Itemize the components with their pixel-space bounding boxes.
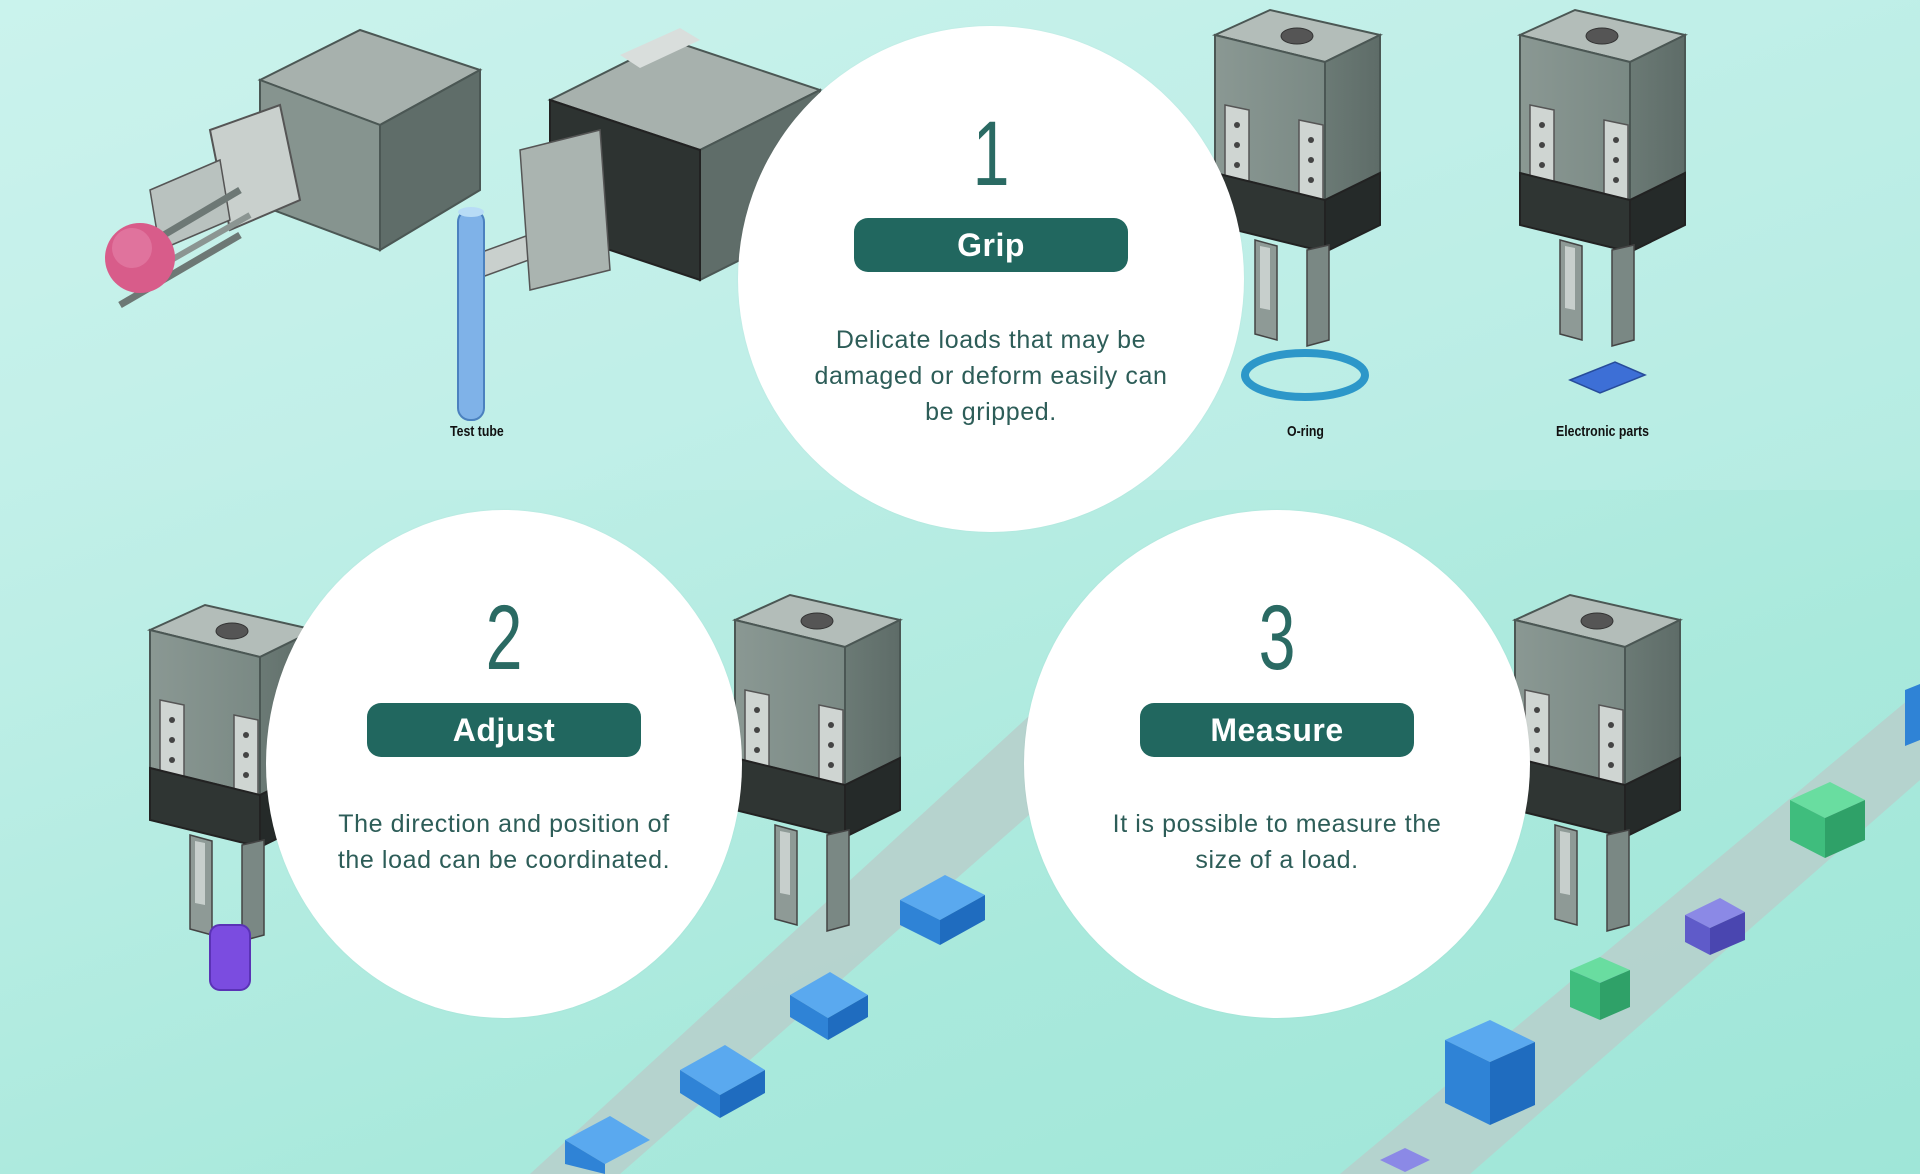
adjust-gripper-left	[149, 604, 316, 991]
measure-gripper	[1514, 594, 1681, 1020]
test-tube-gripper	[457, 28, 823, 421]
step-2-title: Adjust	[367, 703, 641, 757]
step-3-number: 3	[1258, 587, 1296, 689]
o-ring-gripper	[1214, 9, 1381, 401]
caption-electronic-parts: Electronic parts	[1556, 423, 1649, 440]
caption-test-tube: Test tube	[450, 423, 504, 440]
step-2-number: 2	[485, 587, 523, 689]
step-3-title: Measure	[1140, 703, 1414, 757]
step-3-description: It is possible to measure the size of a …	[1112, 810, 1442, 874]
step-2-circle: 2 Adjust The direction and position of t…	[266, 510, 742, 1018]
sphere-gripper	[105, 28, 483, 309]
step-1-circle: 1 Grip Delicate loads that may be damage…	[738, 26, 1244, 532]
step-1-description: Delicate loads that may be damaged or de…	[814, 326, 1168, 426]
caption-o-ring: O-ring	[1287, 423, 1324, 440]
conveyor-boxes-left	[565, 875, 985, 1174]
electronic-parts-gripper	[1519, 9, 1686, 394]
conveyor-boxes-right	[1380, 684, 1920, 1172]
step-1-number: 1	[972, 103, 1010, 205]
step-3-circle: 3 Measure It is possible to measure the …	[1024, 510, 1530, 1018]
step-1-title: Grip	[854, 218, 1128, 272]
step-2-description: The direction and position of the load c…	[337, 810, 671, 874]
